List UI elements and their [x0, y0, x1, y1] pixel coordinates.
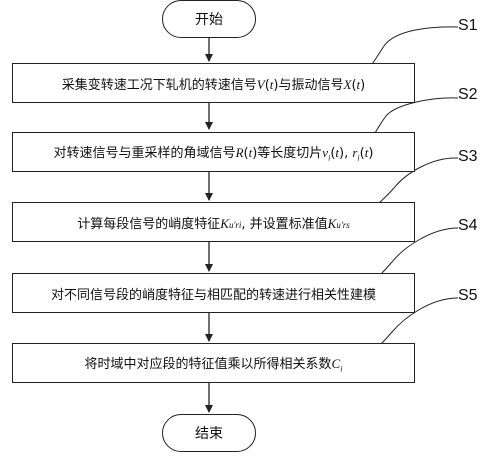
leader-s2: [374, 97, 459, 134]
step-box-s4: 对不同信号段的峭度特征与相匹配的转速进行相关性建模: [12, 273, 415, 313]
step-tag-s5: S5: [458, 287, 478, 304]
step-tag-s1: S1: [458, 17, 478, 34]
step-box-s5: 将时域中对应段的特征值乘以所得相关系数Ci: [12, 343, 415, 383]
step-text-s1: 采集变转速工况下轧机的转速信号V(t)与振动信号X(t): [61, 76, 366, 93]
step-box-s3: 计算每段信号的峭度特征Ku'ri, 并设置标准值Ku'rs: [12, 202, 415, 242]
step-text-s2: 对转速信号与重采样的角域信号R(t)等长度切片vi(t), ri(t): [53, 144, 374, 163]
step-tag-s2: S2: [458, 86, 478, 103]
step-text-s3: 计算每段信号的峭度特征Ku'ri, 并设置标准值Ku'rs: [77, 215, 350, 232]
step-tag-s4: S4: [458, 217, 478, 234]
step-tag-s3: S3: [458, 148, 478, 165]
leader-s5: [379, 297, 459, 346]
leader-s4: [379, 227, 459, 276]
leader-s3: [377, 157, 459, 205]
start-terminal: 开始: [162, 0, 256, 38]
step-box-s2: 对转速信号与重采样的角域信号R(t)等长度切片vi(t), ri(t): [12, 132, 415, 172]
end-label: 结束: [195, 426, 223, 442]
step-text-s4: 对不同信号段的峭度特征与相匹配的转速进行相关性建模: [50, 287, 376, 303]
start-label: 开始: [195, 12, 223, 28]
leader-s1: [371, 26, 459, 65]
end-terminal: 结束: [162, 414, 256, 452]
step-text-s5: 将时域中对应段的特征值乘以所得相关系数Ci: [84, 355, 343, 374]
step-box-s1: 采集变转速工况下轧机的转速信号V(t)与振动信号X(t): [12, 63, 415, 103]
